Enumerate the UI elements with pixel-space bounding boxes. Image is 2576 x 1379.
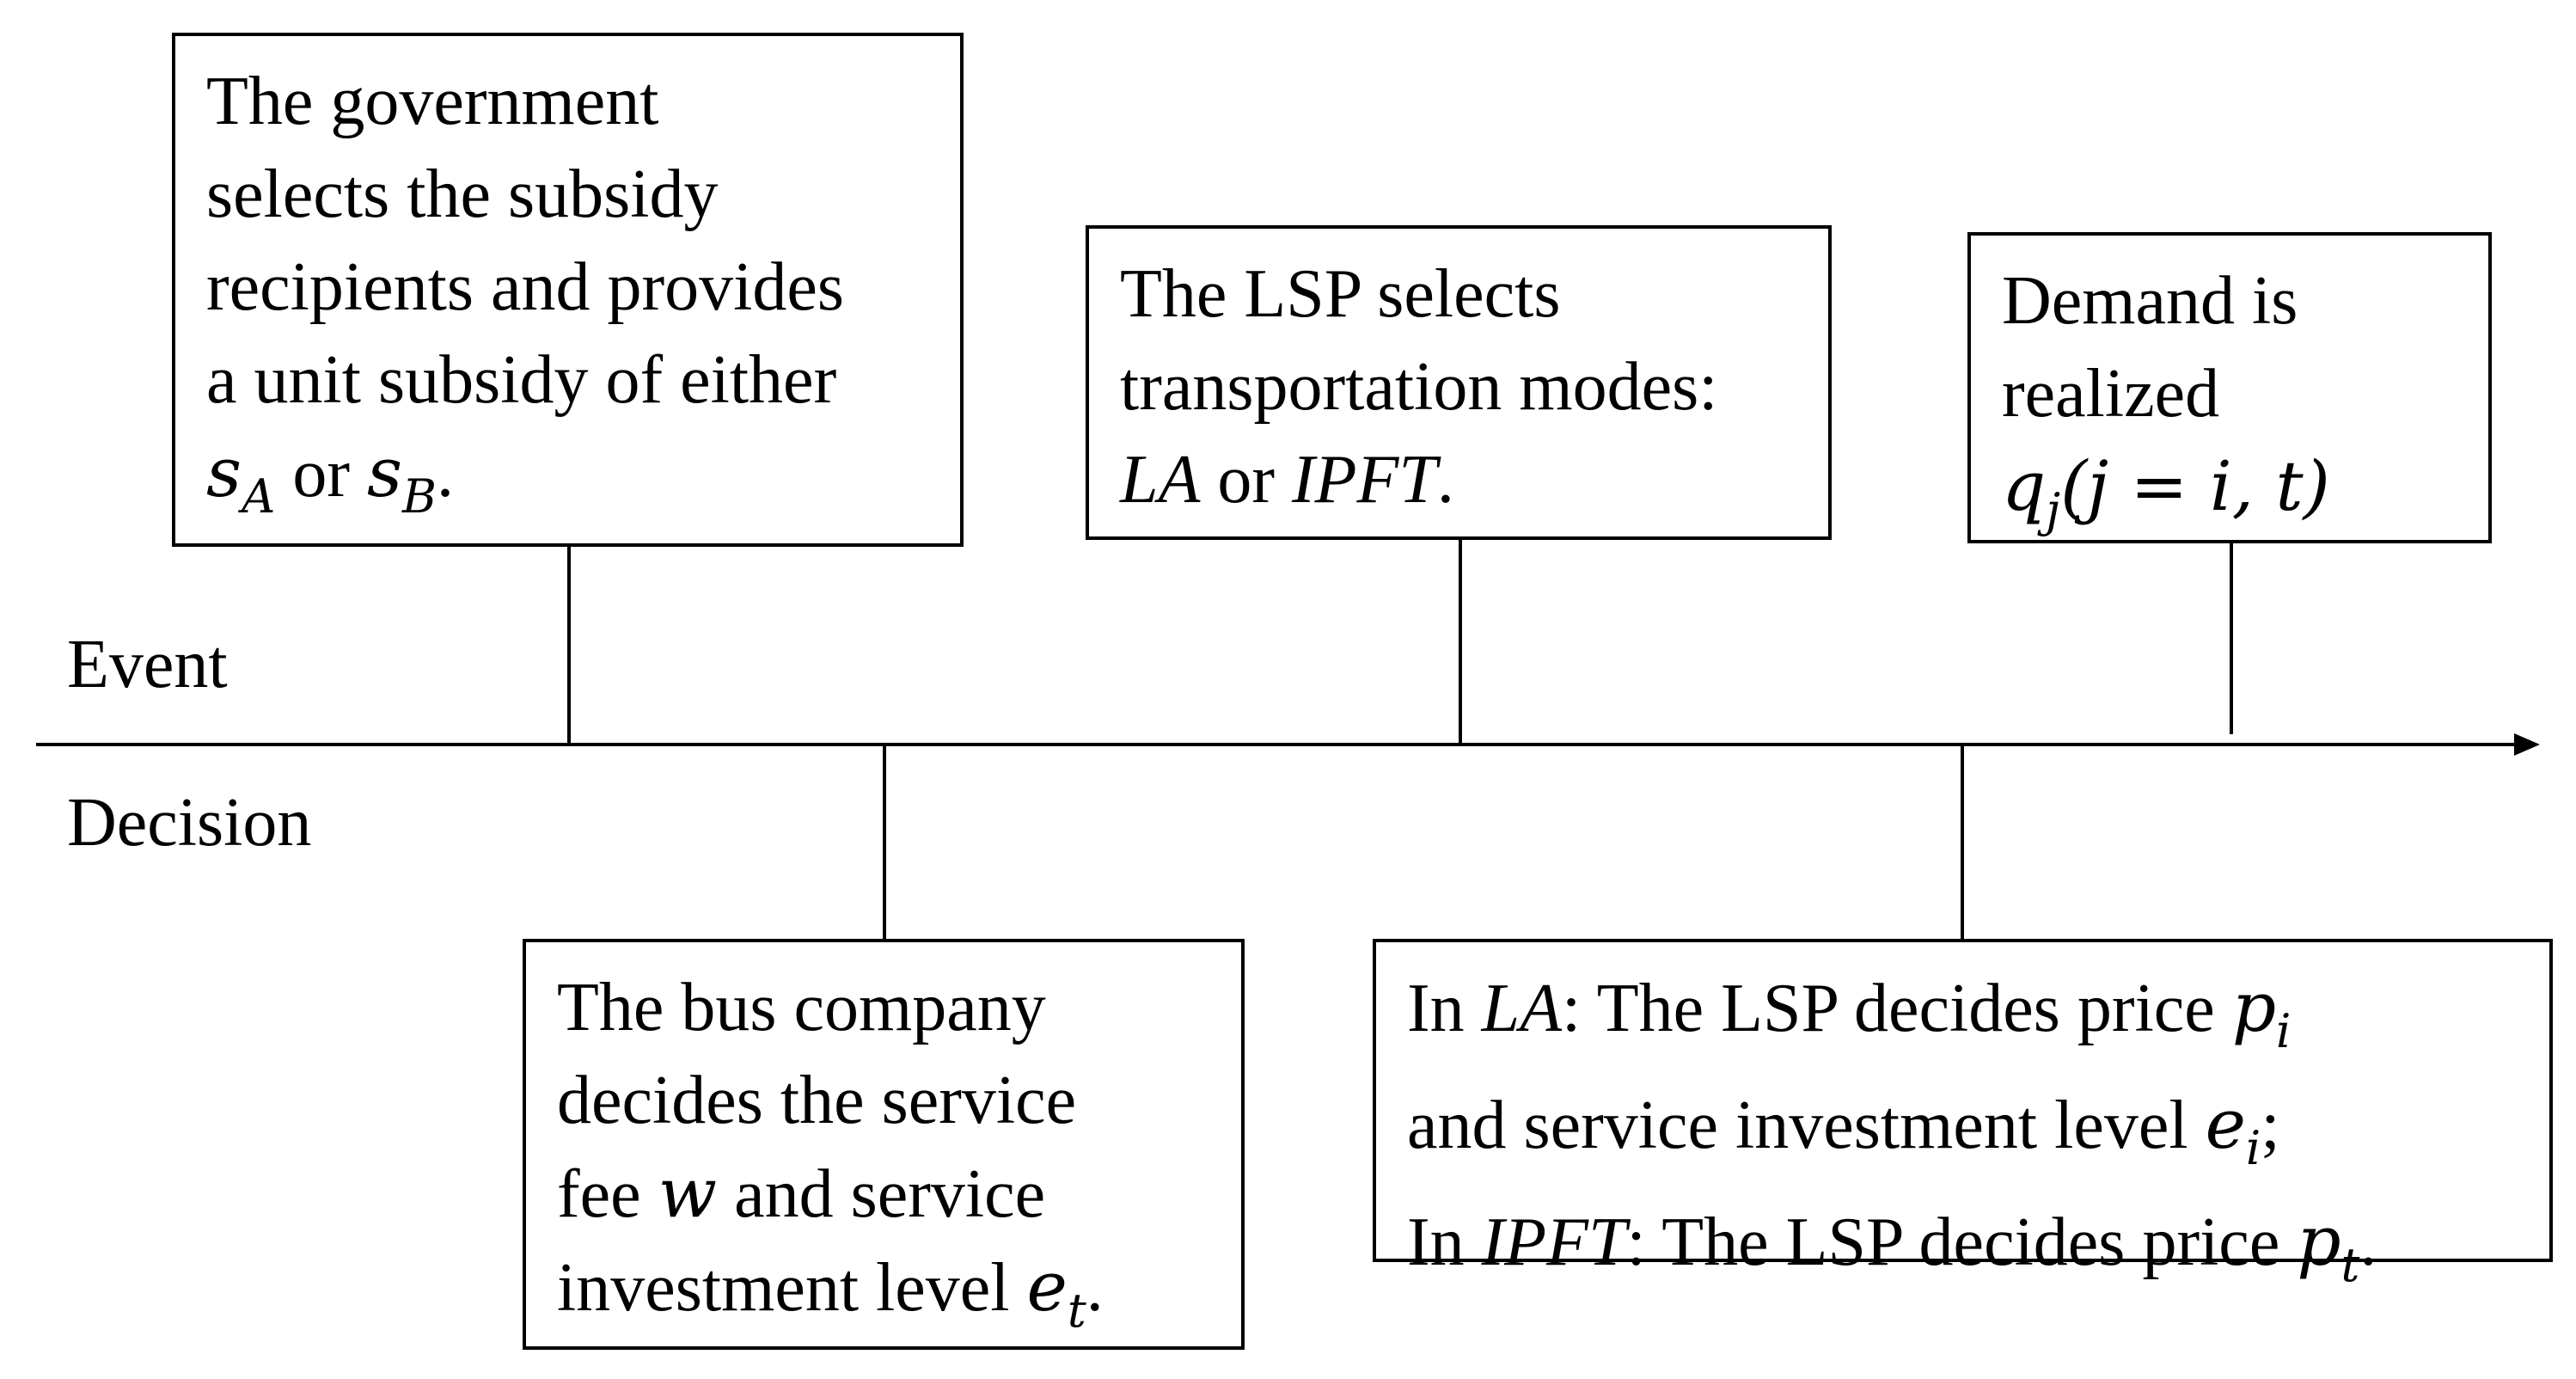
event-2-or: or xyxy=(1200,442,1292,518)
decision-1-l4-pre: investment level xyxy=(557,1250,1027,1326)
decision-2-l2-end: ; xyxy=(2261,1088,2280,1164)
investment-sub: t xyxy=(1067,1284,1086,1339)
event-2-line-3: LA or IPFT. xyxy=(1120,433,1797,526)
decision-2-line-2: and service investment level ei; xyxy=(1407,1078,2518,1195)
investment-sub-i: i xyxy=(2245,1121,2261,1176)
decision-2-l1-mode: LA xyxy=(1481,971,1562,1046)
decision-1-l3-pre: fee xyxy=(557,1156,658,1232)
decision-2-l1-mid: : The LSP decides price xyxy=(1562,971,2232,1046)
demand-sub: j xyxy=(2046,483,2061,538)
event-2-end: . xyxy=(1436,442,1454,518)
event-1-line-1: The government xyxy=(206,64,659,139)
service-fee-var: w xyxy=(658,1153,718,1233)
decision-1-line-4: investment level et. xyxy=(557,1241,1210,1358)
decision-2-l3-mode: IPFT xyxy=(1481,1204,1627,1281)
event-1-line-2: selects the subsidy xyxy=(206,156,719,232)
event-2-line-1: The LSP selects xyxy=(1120,256,1561,332)
event-1-or: or xyxy=(275,436,367,512)
event-1-line-3: recipients and provides xyxy=(206,249,844,325)
decision-2-l3-end: . xyxy=(2359,1204,2377,1281)
price-var-i: p xyxy=(2231,967,2277,1047)
decision-1-line-1: The bus company xyxy=(557,970,1046,1045)
event-2-line-2: transportation modes: xyxy=(1120,349,1718,425)
mode-la: LA xyxy=(1120,442,1201,518)
event-1-connector xyxy=(567,547,571,745)
subsidy-b-var: s xyxy=(366,432,403,512)
subsidy-b-sub: B xyxy=(402,469,437,524)
event-2-connector xyxy=(1459,540,1462,745)
demand-var: q xyxy=(2002,446,2047,526)
decision-1-l3-post: and service xyxy=(717,1156,1046,1232)
investment-var: e xyxy=(1026,1247,1068,1327)
decision-2-l3-pre: In xyxy=(1407,1204,1482,1281)
event-label: Event xyxy=(67,627,228,702)
decision-1-line-2: decides the service xyxy=(557,1063,1077,1138)
decision-2-line-1: In LA: The LSP decides price pi xyxy=(1407,961,2518,1078)
decision-2-l1-pre: In xyxy=(1407,971,1482,1046)
demand-index: (j = i, t) xyxy=(2060,446,2330,526)
price-var-t: p xyxy=(2297,1201,2341,1282)
decision-1-line-3: fee w and service xyxy=(557,1147,1210,1241)
event-3-connector xyxy=(2230,543,2233,734)
event-1-line-5: sA or sB. xyxy=(206,426,929,543)
event-1-end: . xyxy=(437,436,455,512)
decision-box-lsp-pricing: In LA: The LSP decides price pi and serv… xyxy=(1373,939,2553,1292)
timeline-arrowhead xyxy=(2514,733,2540,756)
decision-box-bus-company: The bus company decides the service fee … xyxy=(523,939,1245,1350)
event-1-line-4: a unit subsidy of either xyxy=(206,342,837,418)
event-3-line-3: qj(j = i, t) xyxy=(2002,440,2457,557)
decision-2-connector xyxy=(1961,745,1964,939)
subsidy-a-var: s xyxy=(206,432,242,512)
event-box-demand-realized: Demand is realized qj(j = i, t) xyxy=(1967,232,2492,543)
mode-ipft: IPFT xyxy=(1292,442,1437,518)
decision-2-line-3: In IPFT: The LSP decides price pt. xyxy=(1407,1195,2518,1312)
event-3-line-2: realized xyxy=(2002,356,2220,432)
event-box-government-subsidy: The government selects the subsidy recip… xyxy=(172,33,964,547)
event-box-lsp-mode-selection: The LSP selects transportation modes: LA… xyxy=(1086,225,1832,540)
decision-2-l3-mid: : The LSP decides price xyxy=(1626,1204,2298,1281)
decision-2-l2-pre: and service investment level xyxy=(1407,1088,2206,1164)
price-sub-i: i xyxy=(2276,1004,2291,1059)
price-sub-t: t xyxy=(2340,1238,2360,1293)
investment-var-i: e xyxy=(2205,1084,2246,1165)
decision-1-l4-end: . xyxy=(1086,1250,1104,1326)
subsidy-a-sub: A xyxy=(242,469,276,524)
decision-1-connector xyxy=(883,745,886,939)
event-3-line-1: Demand is xyxy=(2002,263,2298,339)
decision-label: Decision xyxy=(67,785,312,861)
